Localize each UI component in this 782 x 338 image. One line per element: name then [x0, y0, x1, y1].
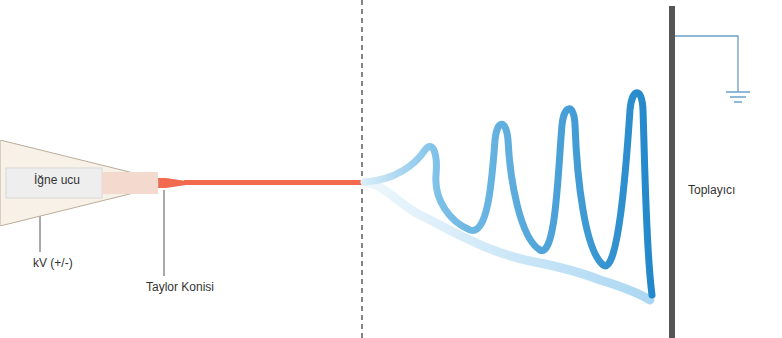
- collector-plate: [669, 6, 675, 338]
- dashed-boundary: [361, 0, 362, 338]
- polymer-jet: [184, 180, 362, 185]
- whipping-jet-back: [365, 182, 650, 300]
- whipping-jet: [365, 93, 652, 295]
- leader-line: [40, 214, 41, 252]
- part-label: Toplayıcı: [688, 183, 735, 197]
- needle-outline: [0, 140, 162, 226]
- ground-symbol: [726, 91, 750, 93]
- needle-body: [0, 140, 158, 226]
- needle-tip: [102, 172, 158, 194]
- ground-wire: [675, 36, 738, 92]
- ground-symbol: [734, 101, 742, 103]
- needle: İğne ucu: [0, 140, 162, 226]
- ground-symbol: [730, 96, 746, 98]
- needle-label: İğne ucu: [34, 173, 80, 187]
- needle-bore: [6, 168, 102, 198]
- leader-line: [164, 190, 165, 276]
- part-label: Taylor Konisi: [146, 280, 214, 294]
- part-label: kV (+/-): [33, 256, 73, 270]
- taylor-cone: [158, 178, 186, 188]
